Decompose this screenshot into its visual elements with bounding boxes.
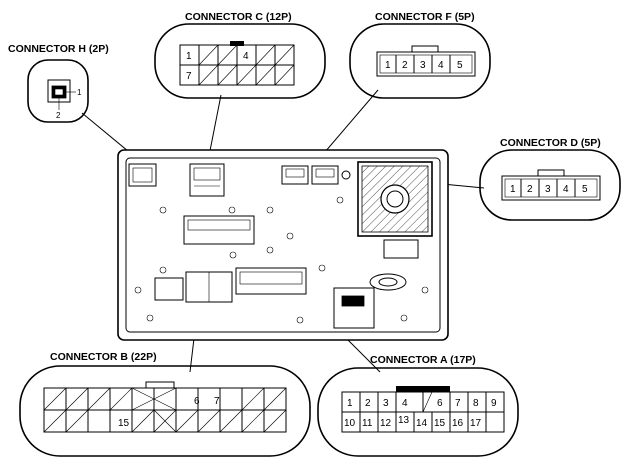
connector-f-pin-3: 3 — [420, 60, 426, 71]
connector-a-pin-13: 13 — [398, 415, 410, 426]
connector-a-pin-8: 8 — [473, 398, 479, 409]
connector-d-pin-2: 2 — [527, 184, 533, 195]
connector-b-pin-15: 15 — [118, 418, 130, 429]
unit-connector-f — [281, 165, 339, 185]
unit-connector-d — [341, 170, 351, 180]
connector-a-pin-10: 10 — [344, 418, 356, 429]
connector-a-label: CONNECTOR A (17P) — [370, 354, 476, 366]
connector-d-label: CONNECTOR D (5P) — [500, 137, 601, 149]
connector-b-detail: 6 7 15 — [19, 365, 311, 457]
connector-c-label: CONNECTOR C (12P) — [185, 11, 292, 23]
connector-a-pin-15: 15 — [434, 418, 446, 429]
connector-a-pin-14: 14 — [416, 418, 428, 429]
unit-connector-b — [183, 215, 255, 245]
connector-a-pin-16: 16 — [452, 418, 464, 429]
unit-connector-a — [235, 267, 307, 295]
connector-b-label: CONNECTOR B (22P) — [50, 351, 157, 363]
connector-d-pin-3: 3 — [545, 184, 551, 195]
cooling-fan — [357, 161, 433, 237]
connector-c-pin-4: 4 — [243, 51, 249, 62]
connector-a-pin-7: 7 — [455, 398, 461, 409]
connector-b-pin-6: 6 — [194, 396, 200, 407]
connector-f-pin-1: 1 — [385, 60, 391, 71]
connector-d-pin-4: 4 — [563, 184, 569, 195]
connector-a-detail: 1 2 3 4 6 7 8 9 10 11 12 13 14 15 16 17 — [317, 367, 519, 457]
connector-f-pin-2: 2 — [402, 60, 408, 71]
connector-a-pin-6: 6 — [437, 398, 443, 409]
connector-a-pin-2: 2 — [365, 398, 371, 409]
connector-f-pin-5: 5 — [457, 60, 463, 71]
connector-h-pin-1: 1 — [77, 88, 82, 97]
connector-d-pin-5: 5 — [582, 184, 588, 195]
connector-a-pin-1: 1 — [347, 398, 353, 409]
connector-a-pin-3: 3 — [383, 398, 389, 409]
unit-connector-c — [189, 163, 225, 197]
connector-a-pin-9: 9 — [491, 398, 497, 409]
connector-f-pin-4: 4 — [438, 60, 444, 71]
connector-d-detail: 1 2 3 4 5 — [479, 149, 621, 221]
connector-f-detail: 1 2 3 4 5 — [349, 23, 491, 99]
connector-c-detail: 1 4 7 — [154, 23, 326, 99]
main-unit — [117, 149, 449, 341]
connector-a-pin-4: 4 — [402, 398, 408, 409]
connector-b-pin-7: 7 — [214, 396, 220, 407]
connector-a-pin-11: 11 — [362, 418, 373, 429]
connector-f-label: CONNECTOR F (5P) — [375, 11, 475, 23]
connector-c-pin-1: 1 — [186, 51, 192, 62]
connector-a-pin-12: 12 — [380, 418, 392, 429]
connector-h-label: CONNECTOR H (2P) — [8, 43, 109, 55]
unit-connector-h — [128, 163, 157, 187]
connector-c-pin-7: 7 — [186, 71, 192, 82]
connector-h-pin-2: 2 — [56, 111, 61, 120]
connector-d-pin-1: 1 — [510, 184, 516, 195]
connector-h-detail: 1 2 — [27, 59, 89, 123]
connector-a-pin-17: 17 — [470, 418, 482, 429]
